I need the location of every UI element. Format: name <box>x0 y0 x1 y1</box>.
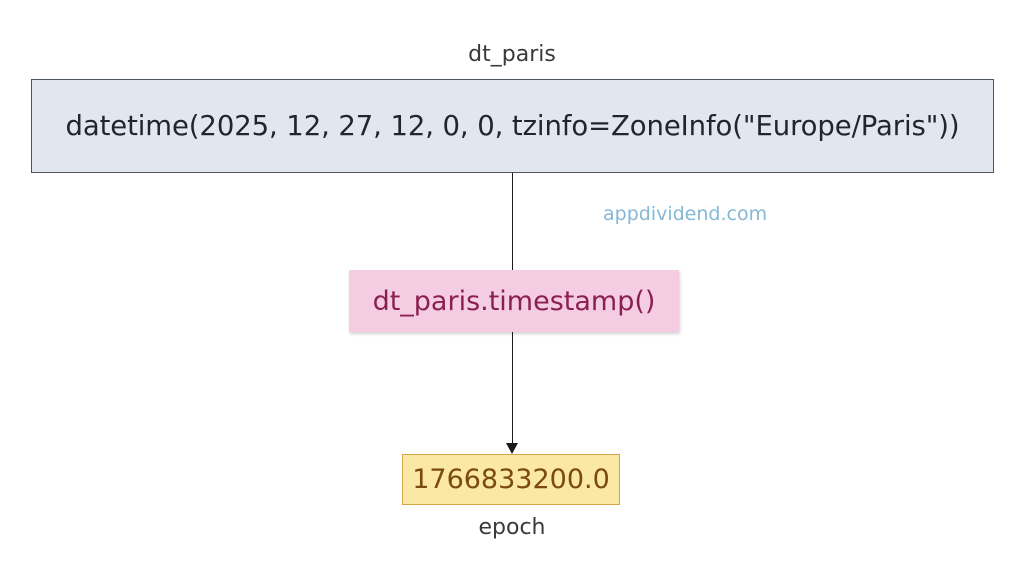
datetime-node-text: datetime(2025, 12, 27, 12, 0, 0, tzinfo=… <box>65 110 960 142</box>
dt-paris-label: dt_paris <box>468 42 556 67</box>
timestamp-node: dt_paris.timestamp() <box>349 270 679 332</box>
watermark: appdividend.com <box>603 203 768 225</box>
epoch-node-text: 1766833200.0 <box>412 464 610 495</box>
connector-datetime-to-timestamp <box>511 173 513 270</box>
epoch-node: 1766833200.0 <box>402 454 620 505</box>
timestamp-node-text: dt_paris.timestamp() <box>372 285 656 317</box>
epoch-label: epoch <box>478 515 546 540</box>
connector-timestamp-to-epoch <box>511 332 513 444</box>
datetime-node: datetime(2025, 12, 27, 12, 0, 0, tzinfo=… <box>31 79 994 173</box>
arrowhead-icon <box>506 443 518 454</box>
